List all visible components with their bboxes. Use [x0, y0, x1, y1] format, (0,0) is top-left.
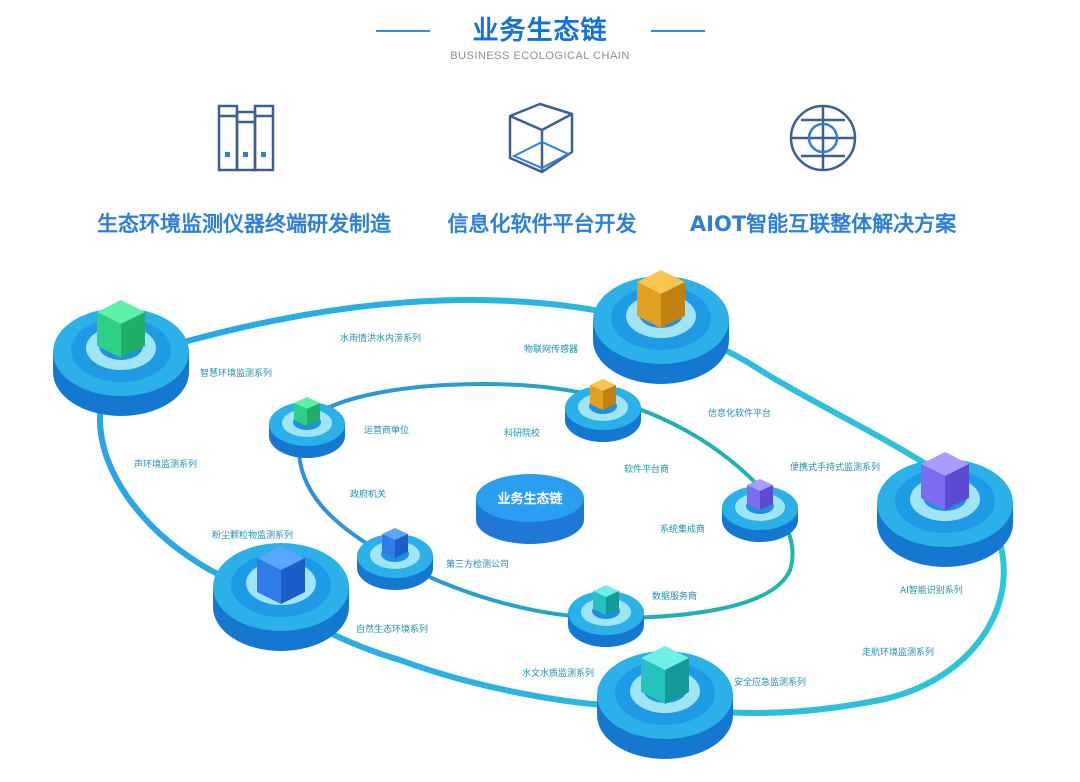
feature-label: AIOT智能互联整体解决方案 [689, 212, 957, 236]
label-smart-env: 智慧环境监测系列 [200, 367, 272, 379]
outer-ring-path [96, 296, 1007, 717]
node-outer-purple [877, 452, 1013, 567]
ecology-diagram: 业务生态链 [53, 270, 1013, 759]
small-teal-cube-icon [593, 585, 619, 615]
node-outer-green [53, 300, 189, 416]
label-navigation: 走航环境监测系列 [862, 646, 934, 658]
node-inner-teal [568, 585, 644, 647]
green-cube-icon [97, 300, 145, 358]
blue-cube-icon [257, 546, 305, 604]
small-green-cube-icon [294, 397, 320, 426]
label-integrator: 系统集成商 [660, 523, 705, 535]
purple-cube-icon [921, 452, 969, 510]
label-noise: 声环境监测系列 [134, 458, 197, 470]
feature-label: 生态环境监测仪器终端研发制造 [97, 212, 391, 236]
target-grid-icon [789, 104, 857, 172]
feature-label: 信息化软件平台开发 [447, 212, 637, 236]
title-divider-left [376, 30, 430, 32]
page-subtitle: BUSINESS ECOLOGICAL CHAIN [450, 50, 630, 62]
label-data-service: 数据服务商 [652, 590, 697, 602]
node-inner-orange [565, 379, 641, 442]
node-outer-teal [597, 646, 733, 759]
label-third-party: 第三方检测公司 [446, 558, 509, 570]
label-hydrology: 水文水质监测系列 [522, 667, 594, 679]
label-research: 科研院校 [504, 427, 540, 439]
node-outer-orange [593, 270, 729, 384]
small-purple-cube-icon [747, 479, 773, 510]
node-inner-purple [722, 479, 798, 542]
node-outer-blue [213, 543, 349, 651]
center-label: 业务生态链 [497, 491, 563, 507]
feature-aiot: AIOT智能互联整体解决方案 [643, 100, 1003, 250]
feature-software: 信息化软件平台开发 [362, 100, 722, 250]
label-government: 政府机关 [350, 488, 386, 500]
cube-icon [508, 102, 574, 174]
label-iot-sensor: 物联网传感器 [524, 343, 578, 355]
label-rain-flood: 水雨情洪水内涝系列 [340, 332, 421, 344]
label-portable: 便携式手持式监测系列 [790, 461, 880, 473]
label-info-software: 信息化软件平台 [708, 407, 771, 419]
small-blue-cube-icon [382, 528, 408, 558]
label-software-vendor: 软件平台商 [624, 463, 669, 475]
teal-cube-icon [641, 646, 689, 704]
center-disc: 业务生态链 [476, 474, 584, 544]
feature-hardware: 生态环境监测仪器终端研发制造 [64, 100, 424, 250]
small-orange-cube-icon [590, 379, 616, 410]
title-divider-right [651, 30, 705, 32]
node-inner-green [269, 397, 345, 458]
header: 业务生态链 BUSINESS ECOLOGICAL CHAIN [0, 0, 1080, 80]
label-ai-recognition: AI智能识别系列 [900, 584, 963, 596]
node-inner-blue [357, 528, 433, 590]
label-natural-eco: 自然生态环境系列 [356, 623, 428, 635]
page-title: 业务生态链 [472, 16, 608, 46]
label-emergency: 安全应急监测系列 [734, 676, 806, 688]
label-operator: 运营商单位 [364, 424, 409, 436]
label-dust: 粉尘颗粒物监测系列 [212, 529, 293, 541]
orange-cube-icon [637, 270, 685, 328]
server-rack-icon [217, 104, 275, 172]
